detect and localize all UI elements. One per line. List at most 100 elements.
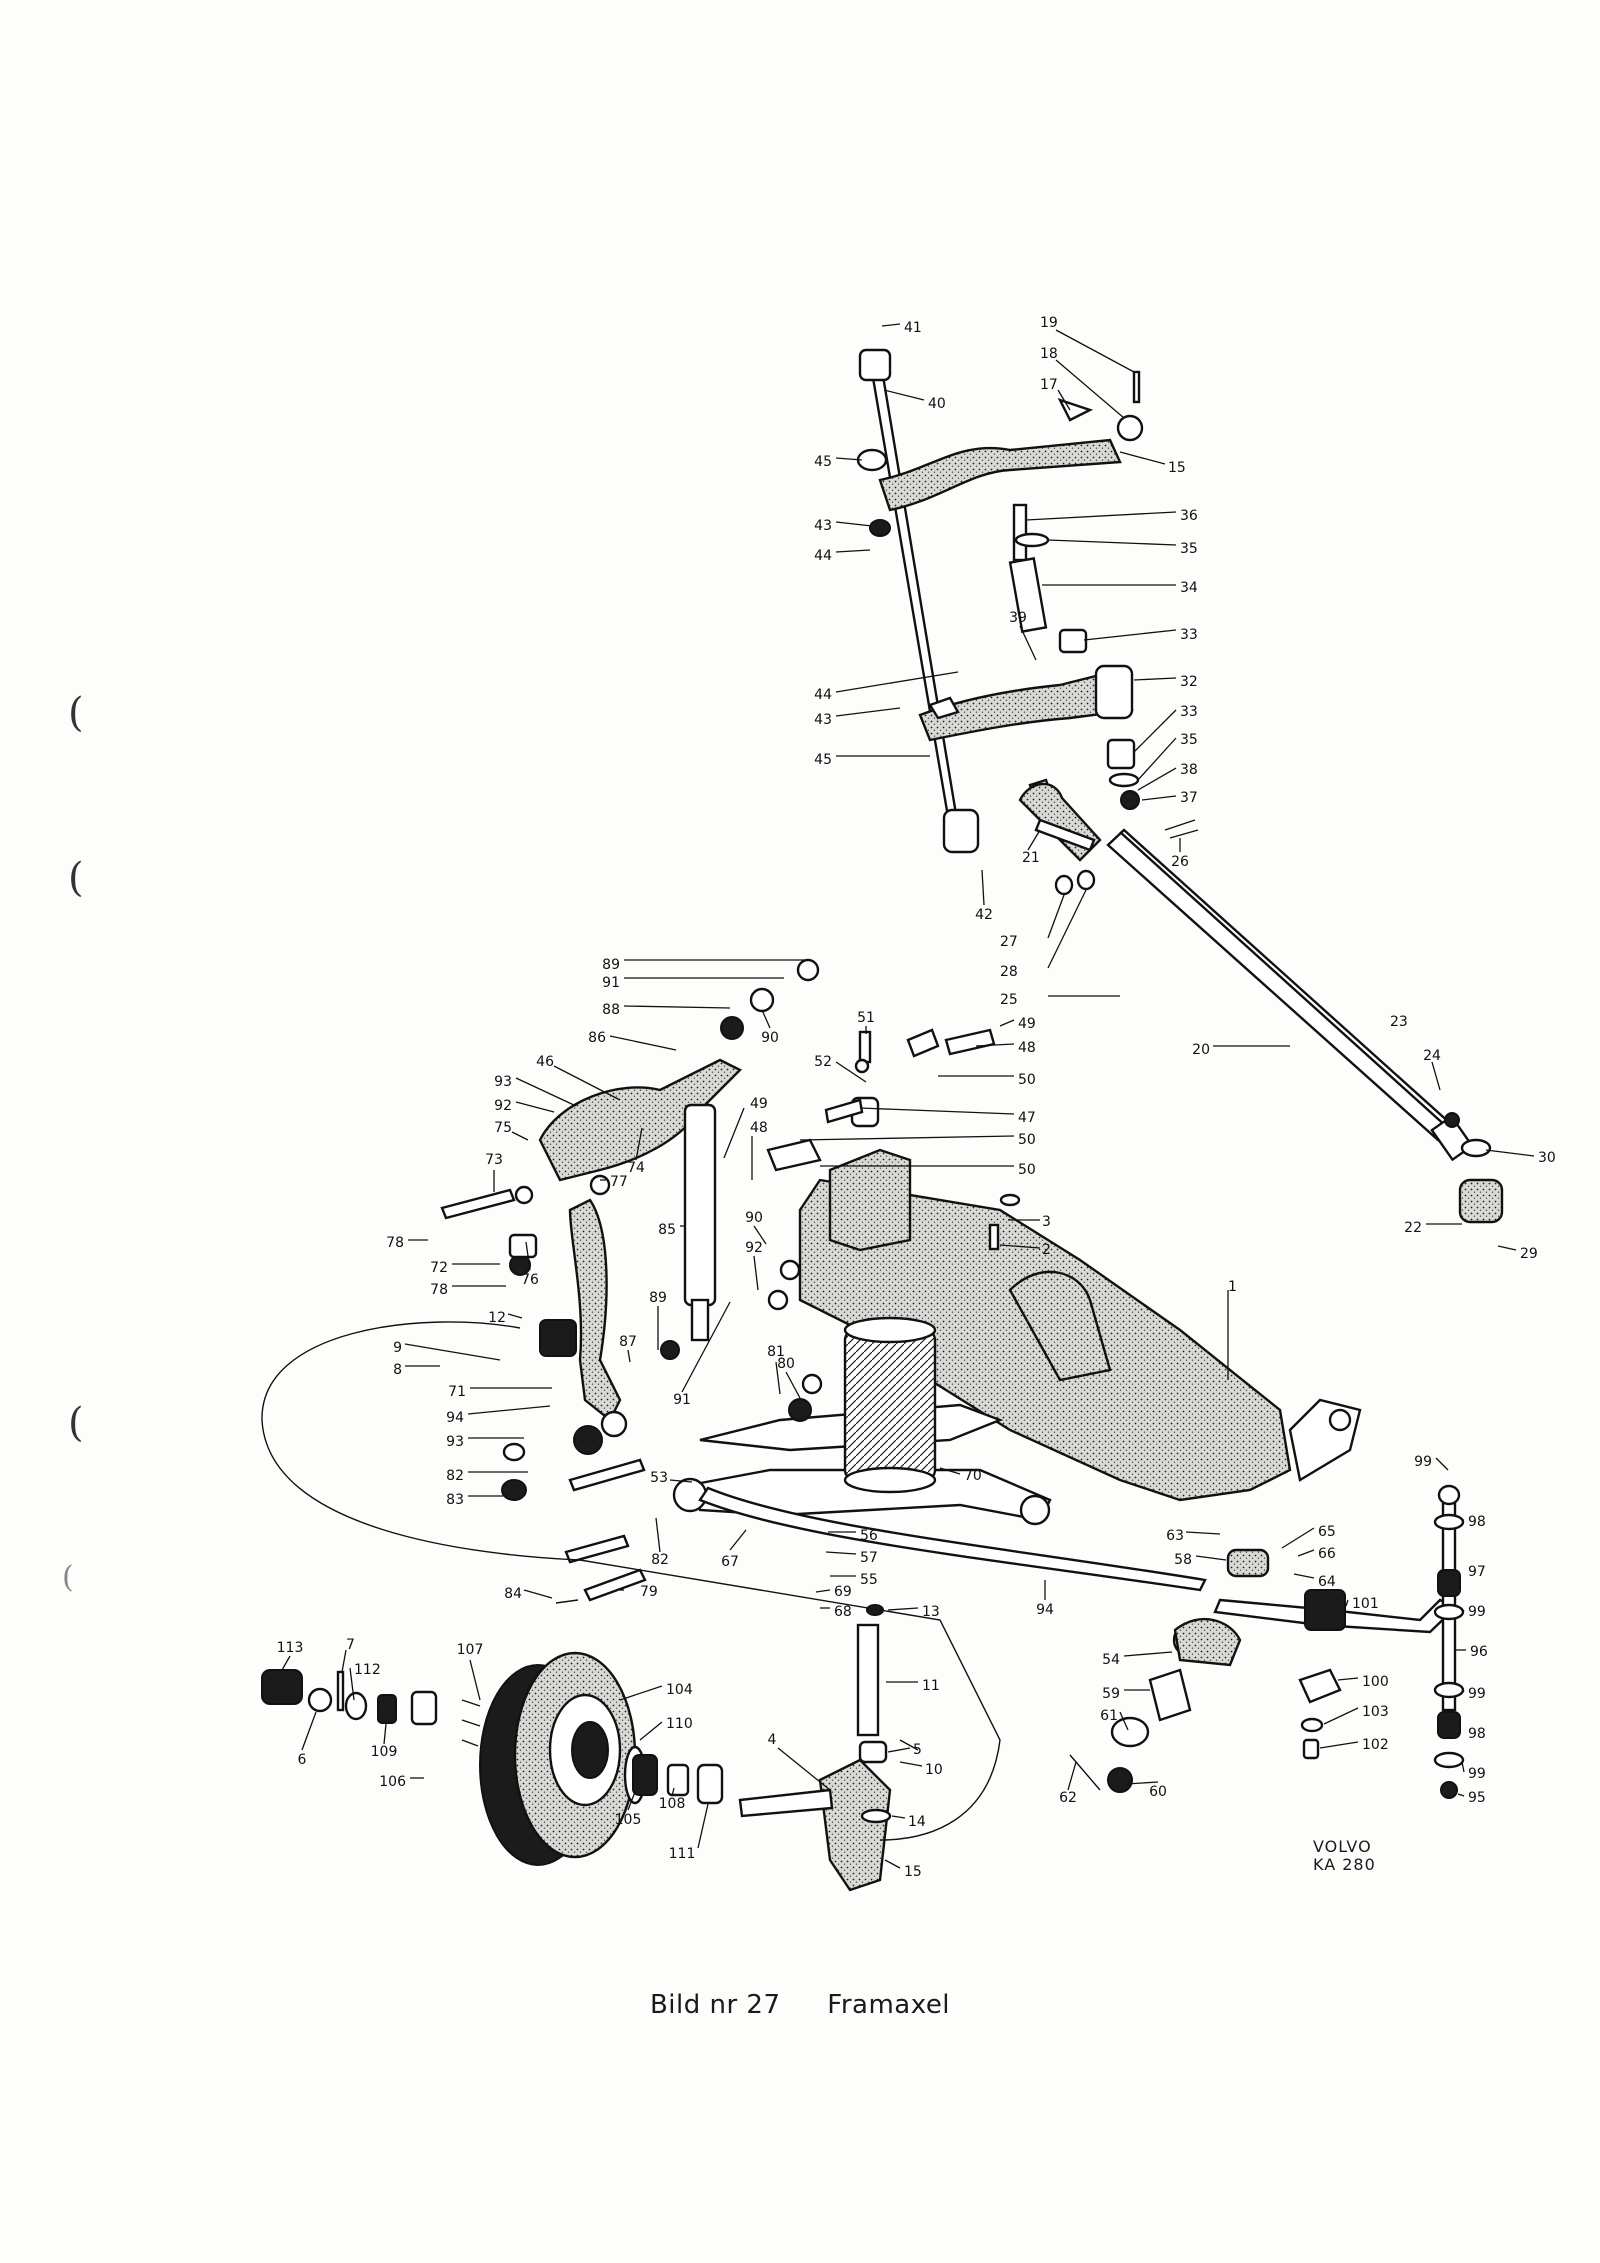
- part-number-label: 70: [964, 1468, 982, 1484]
- part-number-label: 22: [1404, 1220, 1422, 1236]
- part-callout: 51: [857, 1010, 875, 1034]
- part-callout: 78: [430, 1282, 506, 1298]
- callout-leader-line: [507, 1313, 523, 1319]
- part-callout: 89: [649, 1290, 667, 1350]
- part-callout: 43: [814, 707, 901, 728]
- callout-leader-line: [627, 1349, 631, 1363]
- nut: [1437, 1484, 1461, 1506]
- callout-leader-line: [623, 1005, 731, 1009]
- part-number-label: 61: [1100, 1708, 1118, 1724]
- callout-leader-line: [383, 1723, 387, 1745]
- washer: [1054, 874, 1074, 896]
- part-number-label: 47: [1018, 1110, 1036, 1126]
- washer: [1460, 1138, 1492, 1158]
- part-callout: 50: [820, 1162, 1036, 1178]
- callout-leader-line: [1323, 1707, 1359, 1725]
- callout-leader-line: [1119, 451, 1166, 465]
- part-callout: 89: [602, 957, 806, 973]
- callout-leader-line: [729, 1529, 747, 1551]
- part-number-label: 93: [446, 1434, 464, 1450]
- part-number-label: 12: [488, 1310, 506, 1326]
- washer: [801, 1373, 823, 1395]
- washer: [854, 1058, 870, 1074]
- callout-leader-line: [1195, 1555, 1227, 1561]
- part-number-label: 72: [430, 1260, 448, 1276]
- nut: [1444, 1112, 1460, 1128]
- part-callout: 15: [1119, 451, 1186, 476]
- washer: [600, 1410, 628, 1438]
- castle-nut: [307, 1687, 333, 1713]
- part-callout: 78: [386, 1235, 428, 1251]
- part-number-label: 110: [666, 1716, 693, 1732]
- washer: [1110, 1716, 1150, 1748]
- callout-leader-line: [835, 549, 871, 553]
- part-callout: 14: [891, 1814, 926, 1830]
- callout-leader-line: [761, 1009, 771, 1029]
- part-callout: 34: [1042, 580, 1198, 596]
- outer-bearing-race: [410, 1690, 438, 1726]
- part-callout: 28: [1000, 889, 1087, 980]
- part-callout: 52: [814, 1054, 867, 1083]
- part-callout: 32: [1133, 674, 1198, 690]
- part-number-label: 40: [928, 396, 946, 412]
- callout-leader-line: [775, 1361, 781, 1395]
- callout-leader-line: [635, 1127, 643, 1161]
- grease-nipple: [555, 1599, 579, 1604]
- stabilizer-bar: [698, 1486, 1207, 1592]
- callout-leader-line: [515, 1077, 577, 1107]
- part-number-label: 37: [1180, 790, 1198, 806]
- stabilizer-bushing: [1304, 1589, 1346, 1631]
- part-callout: 109: [371, 1723, 397, 1760]
- part-callout: 75: [494, 1120, 529, 1141]
- binder-hole-mark: (: [68, 690, 84, 736]
- part-number-label: 7: [346, 1637, 355, 1653]
- callout-leader-line: [999, 1244, 1041, 1249]
- part-number-label: 93: [494, 1074, 512, 1090]
- part-number-label: 69: [834, 1584, 852, 1600]
- callout-leader-line: [467, 1405, 551, 1415]
- part-number-label: 91: [602, 975, 620, 991]
- callout-leader-line: [639, 1721, 663, 1741]
- binder-hole-mark: (: [68, 1400, 84, 1446]
- part-number-label: 49: [1018, 1016, 1036, 1032]
- callout-leader-line: [1057, 389, 1071, 411]
- callout-leader-line: [835, 1061, 867, 1083]
- part-number-label: 14: [908, 1814, 926, 1830]
- shim: [860, 1808, 892, 1824]
- part-number-label: 39: [1009, 610, 1027, 626]
- drag-link: [870, 368, 962, 842]
- part-callout: 23: [1390, 1014, 1408, 1030]
- callout-leader-line: [1119, 1711, 1129, 1731]
- part-number-label: 10: [925, 1762, 943, 1778]
- washer: [749, 987, 775, 1013]
- spring-tower: [828, 1148, 912, 1252]
- tie-rod-adjuster: [1034, 818, 1096, 852]
- bushing: [1058, 628, 1088, 654]
- callout-leader-line: [799, 1135, 1015, 1141]
- part-callout: 37: [1141, 790, 1198, 806]
- washer: [1300, 1717, 1324, 1733]
- callout-leader-line: [553, 1065, 621, 1101]
- part-callout: 86: [588, 1030, 677, 1051]
- part-number-label: 89: [602, 957, 620, 973]
- callout-leader-line: [881, 323, 901, 327]
- tie-rod-tube: [1106, 828, 1454, 1142]
- part-number-label: 5: [913, 1742, 922, 1758]
- bolt-long: [440, 1188, 516, 1220]
- part-callout: 101: [1345, 1596, 1379, 1612]
- part-callout: 17: [1040, 377, 1071, 411]
- part-number-label: 108: [659, 1796, 686, 1812]
- callout-leader-line: [835, 457, 863, 461]
- part-number-label: 113: [277, 1640, 304, 1656]
- part-number-label: 50: [1018, 1132, 1036, 1148]
- hub-cap: [261, 1669, 303, 1705]
- callout-leader-line: [469, 1659, 481, 1701]
- pitman-arm: [878, 438, 1122, 512]
- part-callout: 56: [828, 1528, 878, 1544]
- tie-rod-end-outer: [1458, 1178, 1504, 1224]
- part-callout: 58: [1174, 1552, 1227, 1568]
- part-callout: 94: [1036, 1580, 1054, 1618]
- part-number-label: 52: [814, 1054, 832, 1070]
- callout-leader-line: [815, 1589, 831, 1593]
- part-callout: 33: [1083, 627, 1198, 643]
